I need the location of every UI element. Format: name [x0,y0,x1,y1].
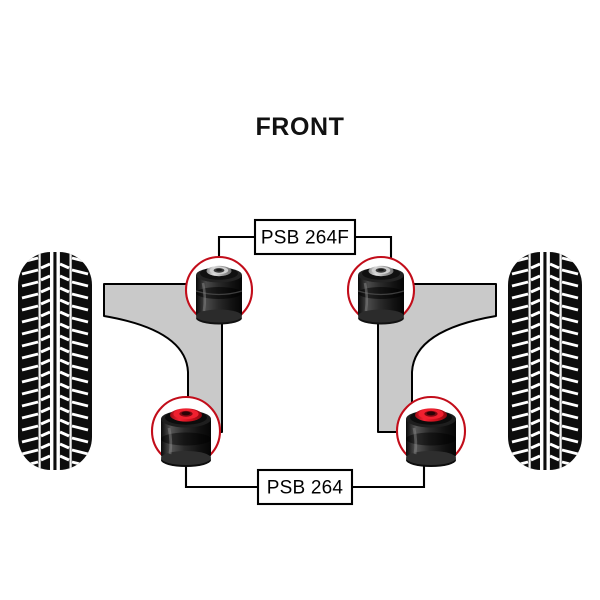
callout-psb-264[interactable]: PSB 264 [256,468,354,506]
upper-callout-leaders [217,235,393,262]
callout-label-upper: PSB 264F [261,228,349,249]
upper-right-bushing [346,255,416,326]
lower-callout-leaders [184,462,426,489]
callout-label-lower: PSB 264 [267,478,344,499]
left-wheel [18,252,92,470]
upper-left-bushing [184,255,254,326]
page-title: FRONT [255,113,344,141]
right-wheel [508,252,582,470]
lower-right-bushing [395,395,467,469]
callout-psb-264f[interactable]: PSB 264F [253,218,357,256]
lower-left-bushing [150,395,222,469]
